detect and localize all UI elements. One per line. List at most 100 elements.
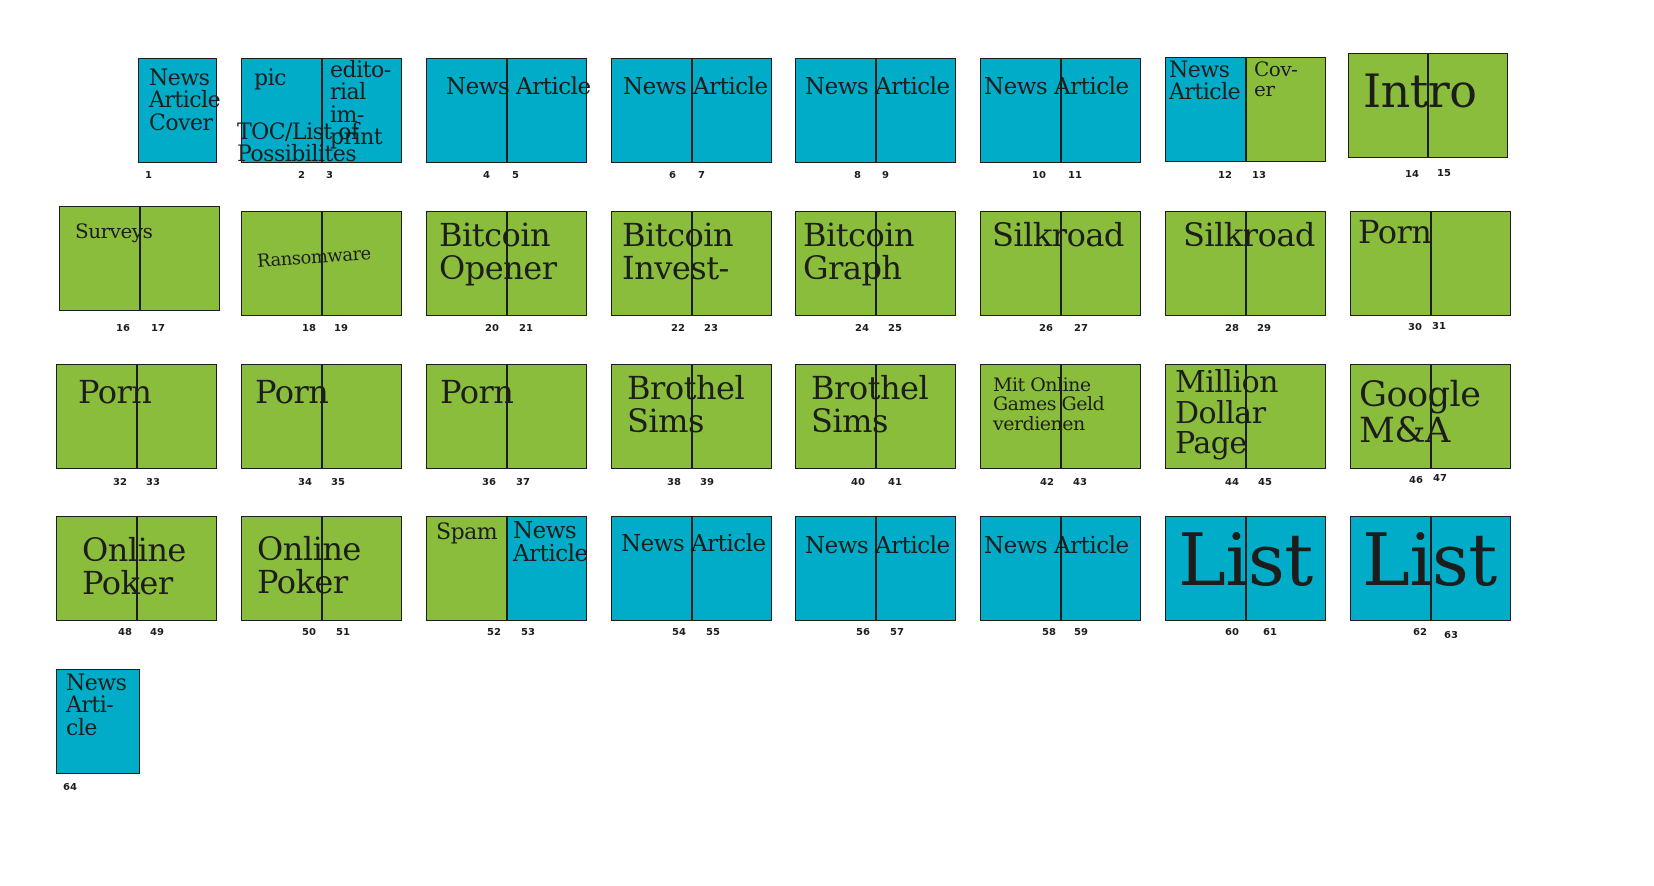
spread-label: Online Poker: [82, 531, 186, 602]
spread-4-5: News Article 4 5: [426, 58, 591, 181]
page-number-64: 64: [63, 782, 77, 793]
spread-label: News Article: [621, 531, 766, 557]
page-23: [692, 211, 772, 316]
page-number-21: 21: [519, 323, 533, 334]
page-number-43: 43: [1073, 477, 1087, 488]
page-40: [795, 364, 876, 469]
page-number-60: 60: [1225, 627, 1239, 638]
page-number-6: 6: [669, 170, 676, 181]
page-number-5: 5: [512, 170, 519, 181]
spread-label: Online Poker: [257, 530, 361, 601]
page-number-17: 17: [151, 323, 165, 334]
spread-label: Porn: [440, 373, 514, 411]
spread-label: Spam: [436, 520, 498, 545]
page-number-1: 1: [145, 170, 152, 181]
page-number-45: 45: [1258, 477, 1272, 488]
page-number-62: 62: [1413, 627, 1427, 638]
page-62: [1350, 516, 1431, 621]
page-25: [876, 211, 956, 316]
page-number-59: 59: [1074, 627, 1088, 638]
page-number-23: 23: [704, 323, 718, 334]
page-number-40: 40: [851, 477, 865, 488]
page-13: [1246, 57, 1326, 162]
spread-label: pic: [254, 66, 286, 91]
page-number-27: 27: [1074, 323, 1088, 334]
page-30: [1350, 211, 1431, 316]
spread-label: Porn: [255, 373, 329, 411]
page-2: [241, 58, 322, 163]
page-number-48: 48: [118, 627, 132, 638]
page-37: [507, 364, 587, 469]
page-21: [507, 211, 587, 316]
spread-label: edito- rial im- print: [330, 58, 391, 151]
page-8: [795, 58, 876, 163]
page-number-42: 42: [1040, 477, 1054, 488]
page-number-9: 9: [882, 170, 889, 181]
page-number-25: 25: [888, 323, 902, 334]
page-number-55: 55: [706, 627, 720, 638]
page-27: [1061, 211, 1141, 316]
page-number-10: 10: [1032, 170, 1046, 181]
page-number-34: 34: [298, 477, 312, 488]
page-32: [56, 364, 137, 469]
page-28: [1165, 211, 1246, 316]
page-56: [795, 516, 876, 621]
page-47: [1431, 364, 1511, 469]
page-57: [876, 516, 956, 621]
page-number-56: 56: [856, 627, 870, 638]
page-11: [1061, 58, 1141, 163]
page-20: [426, 211, 507, 316]
page-19: [322, 211, 402, 316]
spread-label: Intro: [1363, 64, 1477, 118]
page-7: [692, 58, 772, 163]
page-number-3: 3: [326, 170, 333, 181]
page-46: [1350, 364, 1431, 469]
page-number-16: 16: [116, 323, 130, 334]
spread-label: Brothel Sims: [811, 369, 929, 440]
spread-label: Porn: [1358, 213, 1432, 251]
page-number-22: 22: [671, 323, 685, 334]
page-24: [795, 211, 876, 316]
spread-label: List: [1178, 518, 1313, 602]
page-60: [1165, 516, 1246, 621]
page-58: [980, 516, 1061, 621]
page-number-18: 18: [302, 323, 316, 334]
page-number-4: 4: [483, 170, 490, 181]
spread-label: Brothel Sims: [627, 369, 745, 440]
page-12: [1165, 57, 1246, 162]
spread-label: News Article: [446, 74, 591, 100]
page-number-20: 20: [485, 323, 499, 334]
page-33: [137, 364, 217, 469]
spread-label: Silkroad: [1183, 216, 1315, 254]
page-14: [1348, 53, 1428, 158]
page-50: [241, 516, 322, 621]
spread-label: News Article: [984, 74, 1129, 100]
page-number-2: 2: [298, 170, 305, 181]
page-number-12: 12: [1218, 170, 1232, 181]
page-3: [322, 58, 402, 163]
page-number-41: 41: [888, 477, 902, 488]
page-36: [426, 364, 507, 469]
page-number-28: 28: [1225, 323, 1239, 334]
page-number-53: 53: [521, 627, 535, 638]
spread-label: News Article: [513, 518, 588, 568]
page-number-13: 13: [1252, 170, 1266, 181]
page-55: [692, 516, 772, 621]
page-44: [1165, 364, 1246, 469]
spread-label: Google M&A: [1359, 375, 1481, 451]
page-49: [137, 516, 217, 621]
page-number-7: 7: [698, 170, 705, 181]
page-number-46: 46: [1409, 475, 1423, 486]
page-29: [1246, 211, 1326, 316]
